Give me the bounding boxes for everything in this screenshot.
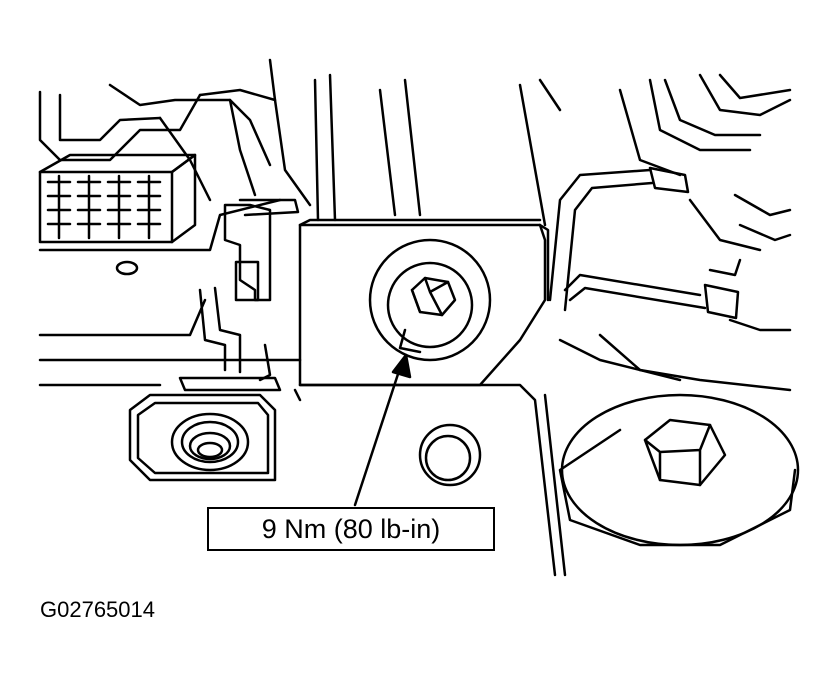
large-bolt — [558, 393, 800, 547]
bracket-bolt — [368, 238, 492, 362]
torque-spec-callout: 9 Nm (80 lb-in) — [207, 507, 495, 551]
brake-lines — [548, 166, 792, 392]
lower-frame — [293, 383, 567, 577]
upper-right-components — [518, 73, 792, 242]
small-hole — [115, 260, 139, 276]
callout-leader-arrow — [353, 353, 412, 507]
access-hole — [418, 423, 482, 487]
figure-id-label: G02765014 — [40, 597, 155, 622]
drain-plug — [128, 393, 277, 482]
connector-harness — [178, 198, 300, 392]
torque-spec-label: 9 Nm (80 lb-in) — [261, 513, 441, 544]
fuse-block — [38, 153, 197, 244]
left-engine-structure — [38, 58, 422, 387]
